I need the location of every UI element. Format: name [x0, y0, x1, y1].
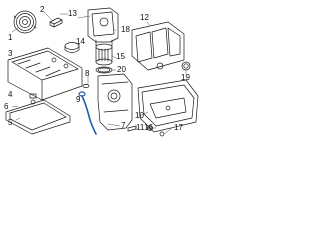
- leader-lines: [11, 11, 187, 135]
- callout-16: 16: [144, 123, 153, 132]
- gauge-seal: [82, 84, 90, 88]
- timing-chain-cover: [97, 73, 133, 131]
- o-ring: [95, 66, 113, 74]
- oil-filter-housing: [87, 7, 119, 47]
- callout-9: 9: [76, 95, 81, 104]
- crank-pulley: [13, 10, 37, 34]
- callout-19: 19: [181, 73, 190, 82]
- callout-1: 1: [8, 33, 13, 42]
- callout-18: 18: [121, 25, 130, 34]
- pulley-bolt: [49, 17, 63, 28]
- callout-11: 11: [136, 123, 145, 132]
- callout-15: 15: [116, 52, 125, 61]
- callout-14: 14: [76, 37, 85, 46]
- callout-12: 12: [140, 13, 149, 22]
- callout-13: 13: [68, 9, 77, 18]
- small-fittings: [29, 93, 37, 105]
- callout-8: 8: [85, 69, 90, 78]
- callout-5: 5: [8, 118, 13, 127]
- callout-6: 6: [4, 102, 9, 111]
- callout-17: 17: [174, 123, 183, 132]
- filler-cap: [64, 42, 80, 53]
- callout-4: 4: [8, 90, 13, 99]
- pan-bolt: [127, 125, 137, 132]
- oil-filter-cartridge: [95, 43, 113, 66]
- valve-cover: [7, 47, 83, 101]
- callout-2: 2: [40, 5, 45, 14]
- callout-10: 10: [135, 111, 144, 120]
- callout-20: 20: [117, 65, 126, 74]
- callout-7: 7: [121, 121, 126, 130]
- manifold-gasket: [181, 61, 191, 71]
- valve-cover-gasket: [5, 99, 71, 135]
- parts-illustration: [5, 7, 199, 137]
- engine-parts-diagram: 1 2 3 4 5 6 7 8 9 10 11 12 13 14 15 16 1…: [0, 0, 200, 147]
- callout-3: 3: [8, 49, 13, 58]
- intake-manifold: [131, 21, 185, 71]
- oil-level-gauge: [78, 91, 97, 135]
- drain-washer: [159, 131, 165, 137]
